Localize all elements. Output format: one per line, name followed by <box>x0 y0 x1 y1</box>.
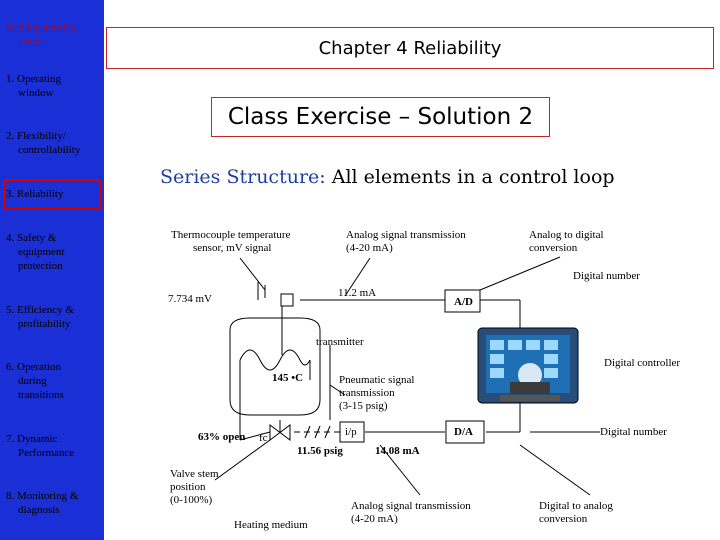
sidebar-item-label: 2. Flexibility/ <box>6 130 66 142</box>
pneumatic-label: Pneumatic signal transmission (3-15 psig… <box>339 374 414 413</box>
label-line: position <box>170 481 206 493</box>
sidebar-active-indicator <box>3 179 101 209</box>
sidebar-item-operation-transitions[interactable]: 6. Operation during transitions <box>6 360 64 402</box>
ad-label: A/D <box>454 296 473 308</box>
ma-value-bottom: 14.08 mA <box>375 445 420 457</box>
da-label: D/A <box>454 426 473 438</box>
heading-prefix: Series Structure: <box>160 166 326 188</box>
sidebar-item-flexibility[interactable]: 2. Flexibility/ controllability <box>6 129 80 157</box>
sidebar-item-label: 7. Dynamic <box>6 433 58 445</box>
thermocouple-label: Thermocouple temperature sensor, mV sign… <box>171 229 290 255</box>
label-line: (3-15 psig) <box>339 400 388 412</box>
sidebar-item-label: Key Operability <box>6 21 78 33</box>
transmitter-label: transmitter <box>316 336 364 348</box>
sidebar-item-label: controllability <box>18 144 81 156</box>
sidebar-item-monitoring[interactable]: 8. Monitoring & diagnosis <box>6 489 78 517</box>
ad-box <box>444 289 481 313</box>
sidebar-item-label: protection <box>18 260 63 272</box>
fail-closed-label: fc <box>259 432 268 444</box>
label-line: Analog signal transmission <box>351 500 471 512</box>
label-line: (4-20 mA) <box>351 513 398 525</box>
sidebar-item-label: Performance <box>18 447 75 459</box>
sidebar-item-operating-window[interactable]: 1. Operating window <box>6 72 61 100</box>
sidebar-item-key-operability[interactable]: Key Operability issues <box>6 20 77 48</box>
label-line: transmission <box>339 387 395 399</box>
sidebar-item-label: 3. Reliability <box>6 188 64 200</box>
label-line: conversion <box>529 242 578 254</box>
ma-value-top: 11.2 mA <box>338 287 377 299</box>
label-line: conversion <box>539 513 588 525</box>
analog-transmission-bottom-label: Analog signal transmission (4-20 mA) <box>351 500 471 526</box>
sidebar-item-label: 8. Monitoring & <box>6 490 79 502</box>
da-box <box>445 420 485 444</box>
label-line: Pneumatic signal <box>339 374 415 386</box>
sidebar-item-label: 1. Operating <box>6 73 61 85</box>
exercise-title: Class Exercise – Solution 2 <box>211 97 550 137</box>
sidebar-item-label: profitability <box>18 318 71 330</box>
label-line: (0-100%) <box>170 494 213 506</box>
analog-transmission-top-label: Analog signal transmission (4-20 mA) <box>346 229 466 255</box>
adc-label: Analog to digital conversion <box>529 229 604 255</box>
valve-open-value: 63% open <box>198 431 246 443</box>
ip-label: i/p <box>345 426 357 438</box>
sidebar-item-label: diagnosis <box>18 504 60 516</box>
label-line: sensor, mV signal <box>193 242 272 254</box>
temperature-value: 145 •C <box>272 372 303 385</box>
sidebar-item-label: 5. Efficiency & <box>6 304 74 316</box>
label-line: (4-20 mA) <box>346 242 393 254</box>
digital-number-top-label: Digital number <box>573 270 640 282</box>
digital-controller-icon <box>477 327 579 404</box>
degree-icon: • <box>291 372 296 384</box>
psig-value: 11.56 psig <box>297 445 343 457</box>
sidebar-item-dynamic-performance[interactable]: 7. Dynamic Performance <box>6 432 74 460</box>
chapter-title: Chapter 4 Reliability <box>106 27 714 69</box>
transmitter-box <box>280 293 294 307</box>
sidebar-item-label: during <box>18 375 47 387</box>
sidebar-item-label: 6. Operation <box>6 361 61 373</box>
temperature-number: 145 <box>272 372 292 384</box>
label-line: Analog signal transmission <box>346 229 466 241</box>
valve-stem-label: Valve stem position (0-100%) <box>170 468 219 507</box>
sidebar-item-efficiency[interactable]: 5. Efficiency & profitability <box>6 303 74 331</box>
sidebar-item-label: equipment <box>18 246 65 258</box>
digital-controller-label: Digital controller <box>604 357 681 369</box>
sidebar-item-label: 4. Safety & <box>6 232 57 244</box>
section-heading: Series Structure: All elements in a cont… <box>160 166 615 188</box>
heating-medium-label: Heating medium <box>234 519 308 531</box>
sidebar-item-label: issues <box>18 35 45 47</box>
dac-label: Digital to analog conversion <box>539 500 613 526</box>
sidebar-item-safety[interactable]: 4. Safety & equipment protection <box>6 231 64 273</box>
sidebar-item-label: window <box>18 87 54 99</box>
mv-value: 7.734 mV <box>168 293 212 305</box>
sidebar-item-label: transitions <box>18 389 64 401</box>
temperature-unit: C <box>295 372 304 384</box>
label-line: Valve stem <box>170 468 219 480</box>
heading-rest: All elements in a control loop <box>331 166 615 188</box>
label-line: Thermocouple temperature <box>171 229 291 241</box>
sidebar-nav <box>0 0 104 540</box>
digital-number-bottom-label: Digital number <box>600 426 667 438</box>
label-line: Digital to analog <box>539 500 613 512</box>
sidebar-item-reliability[interactable]: 3. Reliability <box>6 187 63 201</box>
ip-box <box>339 421 365 443</box>
label-line: Analog to digital <box>529 229 604 241</box>
